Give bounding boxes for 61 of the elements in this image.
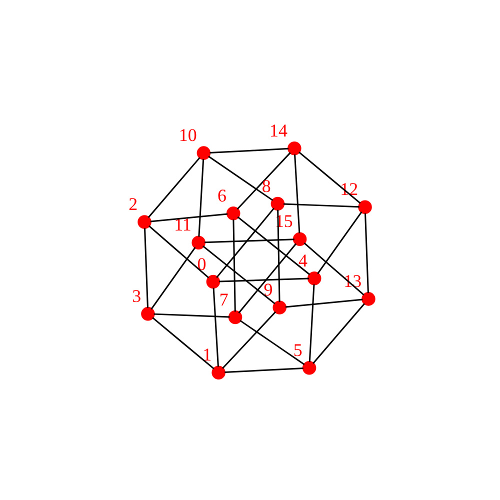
connector (153, 313, 230, 318)
node-circle (206, 274, 220, 289)
connector (236, 216, 310, 276)
node-label: 3 (132, 286, 141, 306)
connector (216, 208, 274, 278)
connector (294, 154, 300, 234)
connector (239, 320, 304, 366)
node-label: 9 (263, 280, 272, 300)
connector (276, 210, 280, 302)
connector (150, 213, 228, 222)
connector (204, 238, 294, 244)
node-circle (287, 141, 301, 156)
connector (212, 288, 218, 367)
node-label: 2 (128, 194, 138, 214)
connector (285, 298, 362, 308)
connector (283, 203, 359, 208)
connector (308, 284, 314, 362)
connector (316, 212, 362, 274)
connector (218, 278, 308, 282)
node-label: 6 (216, 185, 226, 206)
node-circle (272, 300, 286, 314)
connector (298, 152, 360, 204)
node-label: 8 (261, 176, 270, 196)
connector (364, 213, 368, 293)
node-label: 10 (178, 125, 196, 146)
node-label: 1 (202, 344, 212, 365)
connector (144, 228, 148, 308)
connector (198, 159, 204, 237)
node-circle (228, 310, 242, 324)
node-label: 11 (174, 214, 191, 235)
node-label: 0 (196, 254, 206, 274)
node-circle (211, 366, 225, 380)
connector (147, 157, 200, 218)
node-circle (140, 306, 154, 321)
connector (222, 311, 276, 369)
connector (209, 148, 288, 154)
node-circle (361, 292, 375, 306)
node-circle (358, 200, 372, 214)
connector (208, 156, 273, 201)
node-circle (292, 232, 306, 246)
connector (224, 367, 303, 374)
connector (303, 242, 364, 296)
connector (202, 246, 275, 304)
connector (238, 243, 296, 314)
node-circle (137, 215, 151, 229)
node-circle (270, 196, 284, 211)
connector (152, 317, 214, 370)
node-label: 5 (292, 340, 302, 360)
node-circle (191, 236, 205, 250)
connector (148, 225, 209, 278)
node-label: 14 (269, 120, 288, 140)
node-label: 4 (298, 250, 307, 270)
connector (312, 303, 365, 364)
connector (236, 152, 290, 210)
node-circle (302, 360, 316, 375)
connector (150, 246, 196, 310)
node-circle (226, 206, 240, 220)
node-circle (196, 146, 210, 160)
node-circle (306, 271, 321, 286)
node-label: 7 (218, 289, 228, 310)
connector (232, 220, 236, 312)
